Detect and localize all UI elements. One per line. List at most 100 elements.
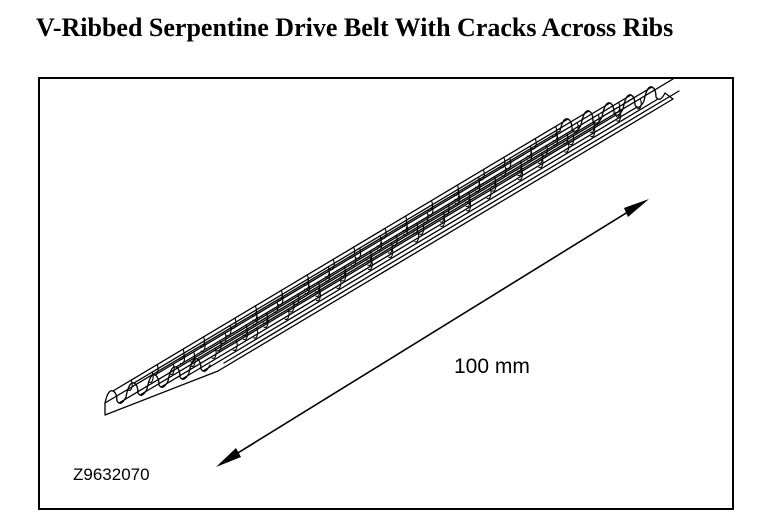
rib-crack	[428, 204, 434, 216]
rib-crack	[444, 203, 450, 216]
rib-crack	[211, 347, 217, 359]
rib-crack	[402, 215, 408, 227]
rib-crack	[465, 191, 471, 203]
rib-crack	[414, 231, 420, 243]
rib-crack	[538, 156, 544, 169]
rib-crack	[314, 281, 320, 293]
rib-crack	[475, 180, 481, 193]
rib-crack	[423, 211, 429, 224]
rib-crack	[200, 340, 206, 352]
figure-frame: 100 mm Z9632070	[38, 77, 734, 510]
rib-crack	[252, 313, 259, 326]
rib-crack	[351, 255, 357, 267]
rib-crack	[517, 164, 523, 177]
rib-crack	[500, 156, 506, 169]
rib-crack	[221, 332, 227, 344]
rib-crack	[340, 265, 346, 278]
rib-crack	[127, 379, 133, 391]
rib-crack	[454, 188, 460, 201]
rib-crack	[413, 222, 419, 234]
rib-crack	[304, 282, 310, 295]
rib-crack	[243, 328, 249, 341]
rib-crack	[329, 258, 335, 271]
rib-crest-line	[112, 118, 569, 392]
rib-crack	[366, 250, 372, 262]
rib-crack	[199, 336, 206, 348]
rib-crack	[381, 227, 387, 240]
rib-crack	[516, 160, 522, 172]
rib-crack	[466, 200, 472, 212]
arrowhead-left-icon	[216, 448, 241, 467]
rib-crack	[190, 351, 196, 363]
rib-crack	[273, 301, 279, 313]
rib-crack	[427, 200, 434, 212]
rib-crack	[392, 234, 398, 247]
rib-crack	[284, 308, 290, 320]
rib-crack	[564, 141, 570, 153]
rib-crack	[278, 294, 284, 306]
rib-crack	[594, 114, 600, 126]
rib-crack	[387, 242, 393, 254]
dimension-arrow	[216, 199, 649, 467]
rib-crack	[517, 169, 524, 181]
rib-crack	[263, 316, 269, 328]
rib-crack	[465, 195, 471, 208]
rib-crack	[190, 355, 196, 367]
rib-crack	[486, 187, 492, 200]
rib-base-line	[202, 98, 659, 372]
rib-crack	[216, 340, 222, 352]
rib-crack	[232, 339, 238, 351]
rib-crack	[153, 364, 159, 376]
dimension-label: 100 mm	[454, 355, 530, 378]
rib-crack	[479, 169, 485, 181]
rib-crack	[636, 98, 642, 110]
belt-far-end	[559, 86, 674, 132]
rib-crack	[589, 121, 595, 133]
rib-crack	[252, 309, 258, 321]
rib-crack	[403, 224, 409, 236]
rib-crack	[453, 184, 459, 196]
rib-crack	[324, 266, 330, 278]
rib-crack	[315, 285, 321, 297]
rib-crack	[341, 270, 347, 282]
rib-crest-line	[133, 110, 590, 384]
rib-crack	[454, 193, 461, 205]
rib-cracks	[127, 98, 642, 391]
rib-crack	[440, 215, 446, 227]
rib-crack	[148, 371, 154, 383]
rib-crack	[419, 223, 425, 235]
arrowhead-right-icon	[624, 199, 649, 217]
rib-crack	[573, 122, 579, 134]
rib-crack	[537, 152, 543, 164]
rib-crack	[169, 363, 175, 375]
rib-crack	[563, 132, 569, 145]
rib-crack	[336, 277, 342, 289]
belt-illustration: 100 mm Z9632070	[73, 79, 680, 484]
rib-crack	[367, 254, 373, 266]
rib-crack	[350, 246, 356, 258]
figure-id: Z9632070	[73, 465, 150, 484]
rib-crack	[615, 106, 621, 118]
rib-crack	[439, 211, 445, 223]
rib-crack	[553, 134, 559, 146]
page-title: V-Ribbed Serpentine Drive Belt With Crac…	[36, 13, 674, 42]
rib-crack	[325, 270, 331, 282]
rib-crack	[242, 324, 248, 336]
rib-crack	[294, 293, 300, 305]
rib-crack	[542, 145, 548, 157]
rib-crack	[531, 138, 537, 150]
rib-crack	[180, 352, 186, 365]
rib-crack	[490, 176, 497, 188]
rib-crack	[367, 258, 373, 271]
rib-crack	[303, 274, 309, 286]
rib-crack	[527, 149, 533, 162]
rib-crack	[277, 289, 283, 302]
rib-crack	[491, 180, 497, 192]
rib-crack	[526, 145, 532, 157]
rib-crack	[304, 278, 310, 290]
rib-crack	[315, 289, 322, 302]
rib-base-line	[223, 90, 680, 364]
rib-crack	[377, 239, 383, 251]
rib-crack	[474, 176, 480, 188]
rib-crack	[231, 317, 237, 329]
